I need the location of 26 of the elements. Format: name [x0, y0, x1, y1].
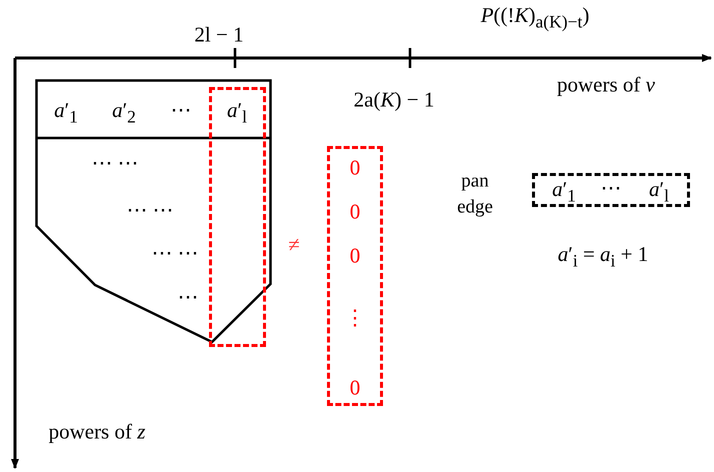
zero-entry: 0 [350, 202, 360, 222]
formula: a′$_{i}$ = a$_{i}$ + 1 [558, 244, 648, 270]
entry: a′$_{1}$ [54, 100, 78, 126]
tick-label: 2a(K) − 1 [354, 90, 434, 110]
staircase-diagram [35, 79, 272, 343]
entry: a′$_{1}$ [552, 179, 576, 205]
axis-label: powers of z [48, 422, 146, 442]
zero-entry: 0 [350, 158, 360, 178]
side-label: pan edge [456, 169, 494, 219]
dots: ⋯ [178, 286, 198, 308]
entry: a′$_{l}$ [649, 179, 669, 205]
axis-label: powers of v [557, 74, 655, 96]
dots: ⋯ ⋯ [91, 152, 139, 174]
dots: ⋯ ⋯ [151, 242, 199, 264]
not-equal-sign: ≠ [288, 234, 300, 256]
entry: a′$_{l}$ [227, 100, 247, 126]
zero-entry: 0 [350, 246, 360, 266]
entry: a′$_{2}$ [112, 100, 136, 126]
dots: ⋯ [600, 178, 622, 198]
tick-label: 2l − 1 [194, 24, 244, 46]
dots: ⋯ [170, 100, 192, 120]
dots: ⋯ ⋯ [126, 200, 174, 220]
zero-entry: 0 [350, 378, 360, 398]
zero-column-box [327, 146, 383, 406]
vertical-dots: ⋮ [344, 308, 366, 328]
formula: P((!K)$_{a(K)−t}$) [480, 5, 590, 31]
